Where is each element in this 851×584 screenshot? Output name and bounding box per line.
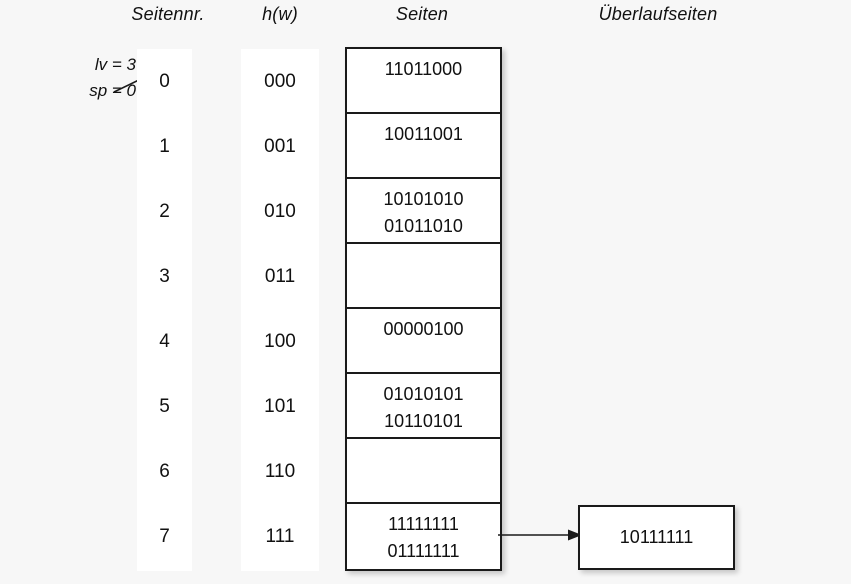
page-row: 00000100 (347, 309, 500, 374)
seitennr-cell: 7 (159, 526, 170, 547)
level-value-label: lv = 3 (94, 55, 136, 74)
page-entry: 01111111 (387, 541, 460, 561)
column-header-hw: h(w) (262, 4, 298, 24)
overflow-page-entry: 10111111 (619, 527, 694, 547)
page-row: 01010101 10110101 (347, 374, 500, 439)
page-entry: 01010101 (383, 384, 464, 404)
column-header-seiten: Seiten (395, 4, 449, 24)
page-row: 11011000 (347, 49, 500, 114)
seitennr-cell: 0 (159, 71, 170, 92)
page-entry: 11111111 (388, 514, 459, 534)
page-row: 10011001 (347, 114, 500, 179)
column-header-seitennr: Seitennr. (131, 4, 205, 24)
column-header-ueberlaufseiten: Überlaufseiten (598, 4, 718, 24)
hw-cell: 000 (264, 71, 296, 92)
pages-table: 11011000 10011001 10101010 01011010 0000… (345, 47, 502, 571)
hw-column-background (241, 49, 319, 571)
seitennr-cell: 2 (159, 201, 170, 222)
page-row (347, 244, 500, 309)
seitennr-cell: 6 (159, 461, 170, 482)
overflow-page-box: 10111111 (578, 505, 735, 570)
seitennr-cell: 5 (159, 396, 170, 417)
hw-cell: 001 (264, 136, 296, 157)
page-row: 10101010 01011010 (347, 179, 500, 244)
hash-state-annotation: lv = 3 sp = 0 (36, 52, 136, 104)
split-pointer-label: sp = 0 (89, 81, 136, 100)
page-entry: 10011001 (384, 124, 463, 144)
page-entry: 11011000 (384, 59, 463, 79)
seitennr-column-background (137, 49, 192, 571)
overflow-connector-arrow-icon (498, 529, 582, 541)
page-row (347, 439, 500, 504)
page-entry: 01011010 (384, 216, 463, 236)
page-row: 11111111 01111111 (347, 504, 500, 569)
hw-cell: 110 (264, 461, 296, 482)
page-entry: 10101010 (383, 189, 464, 209)
hw-cell: 101 (264, 396, 296, 417)
page-entry: 10110101 (384, 411, 463, 431)
hw-cell: 010 (264, 201, 296, 222)
hw-cell: 111 (265, 526, 295, 547)
hw-cell: 100 (264, 331, 296, 352)
page-entry: 00000100 (383, 319, 464, 339)
seitennr-cell: 3 (159, 266, 170, 287)
seitennr-cell: 1 (159, 136, 170, 157)
seitennr-cell: 4 (159, 331, 170, 352)
hw-cell: 011 (264, 266, 296, 287)
